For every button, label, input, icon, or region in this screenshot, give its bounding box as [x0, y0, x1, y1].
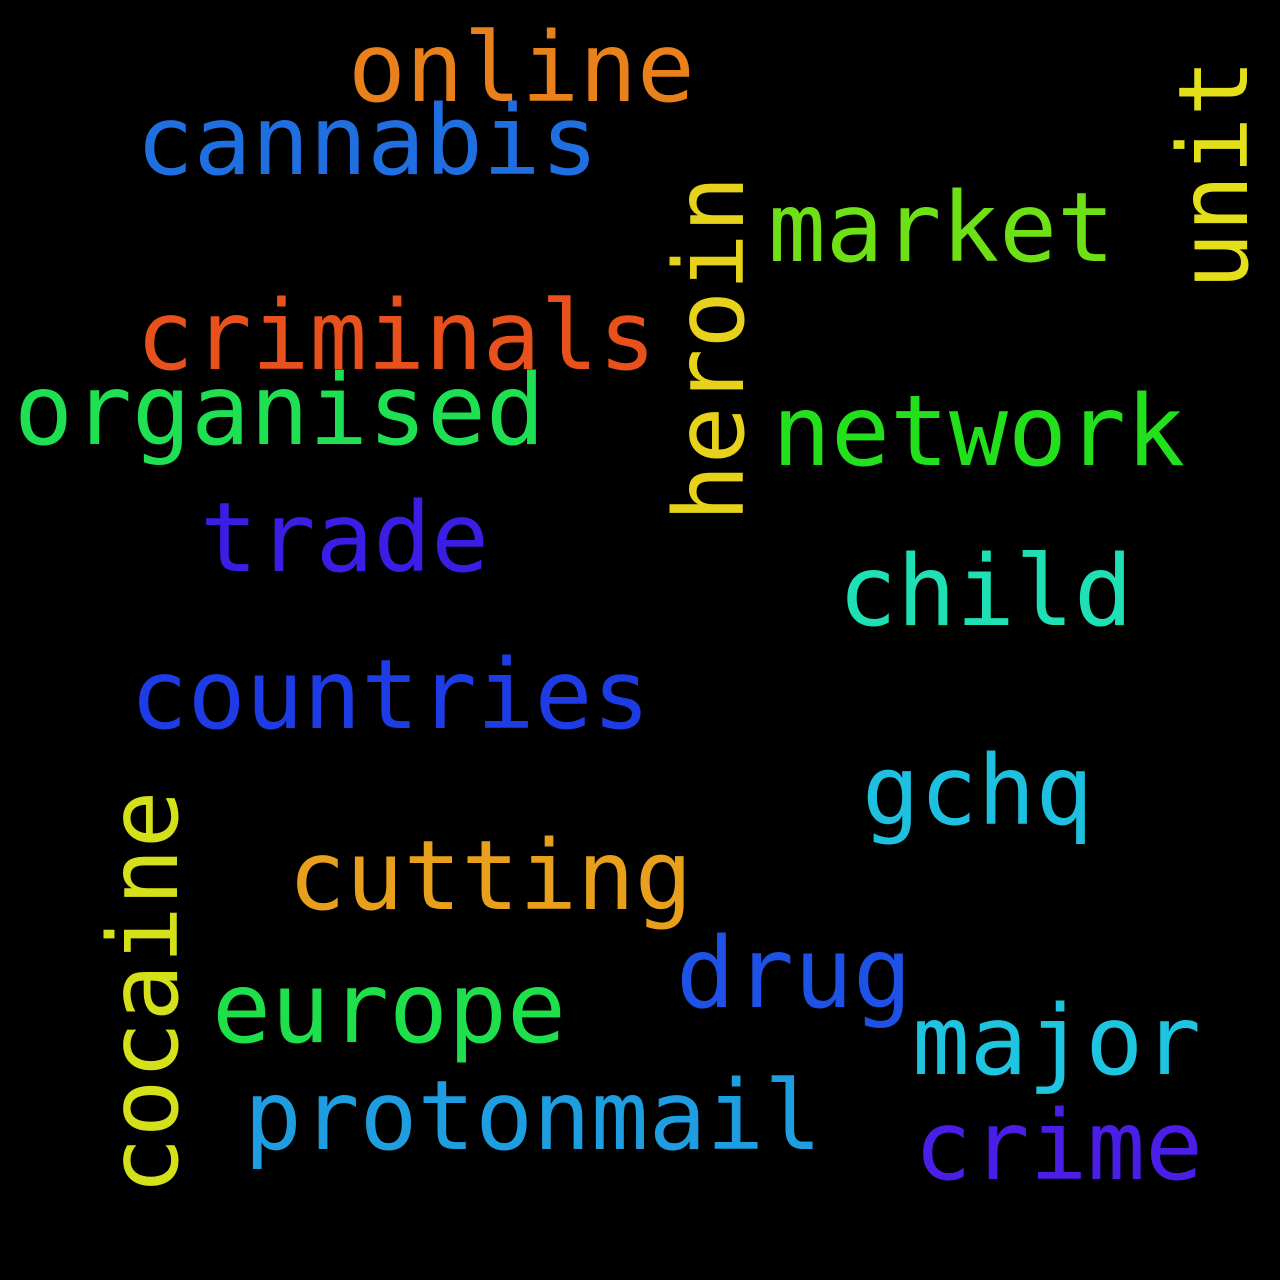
word-europe: europe	[212, 952, 567, 1066]
word-cocaine: cocaine	[88, 790, 200, 1195]
word-unit: unit	[1158, 58, 1270, 290]
word-cutting: cutting	[288, 820, 693, 932]
word-major: major	[912, 985, 1201, 1097]
word-child: child	[838, 535, 1134, 649]
word-trade: trade	[200, 482, 489, 594]
word-gchq: gchq	[862, 735, 1094, 847]
word-online: online	[348, 12, 695, 124]
word-drug: drug	[676, 917, 913, 1031]
word-market: market	[768, 172, 1115, 284]
word-network: network	[772, 375, 1186, 489]
word-criminals: criminals	[136, 280, 657, 392]
word-cannabis: cannabis	[136, 85, 599, 197]
word-organised: organised	[14, 354, 546, 468]
word-protonmail: protonmail	[244, 1060, 822, 1172]
word-heroin: heroin	[654, 175, 766, 522]
word-crime: crime	[914, 1090, 1203, 1202]
word-countries: countries	[130, 639, 651, 751]
